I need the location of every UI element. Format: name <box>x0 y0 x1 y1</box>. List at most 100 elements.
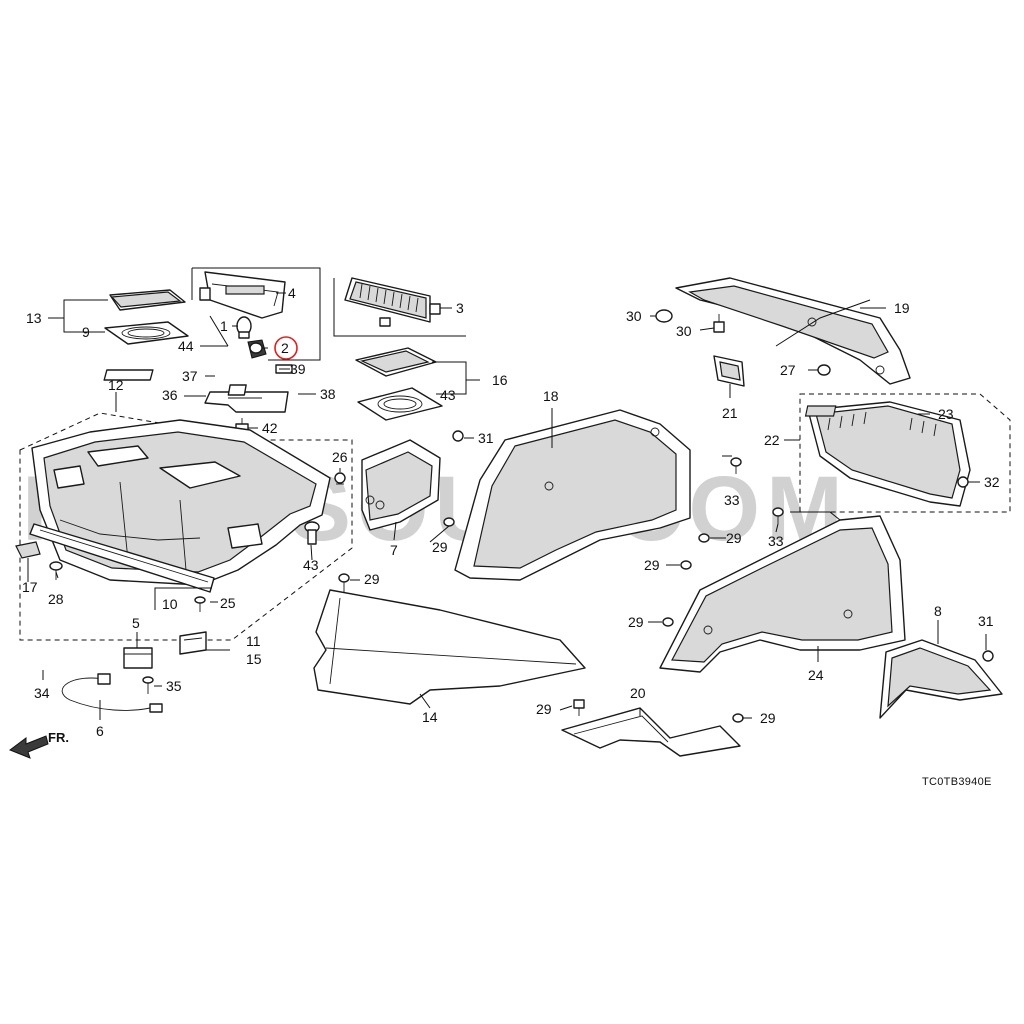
callout-35[interactable]: 35 <box>166 678 182 694</box>
screw-25[interactable] <box>194 596 206 612</box>
side-lining-24[interactable] <box>659 515 906 673</box>
fastener-29-c[interactable] <box>698 533 710 543</box>
side-lining-18[interactable] <box>454 409 691 581</box>
fastener-29-g[interactable] <box>732 713 744 723</box>
fastener-29-b[interactable] <box>443 517 455 527</box>
speaker-grille-16[interactable] <box>355 347 437 377</box>
callout-41[interactable]: 42 <box>262 420 278 436</box>
callout-5[interactable]: 5 <box>132 615 140 631</box>
fastener-33-a[interactable] <box>730 457 742 474</box>
callout-6[interactable]: 6 <box>96 723 104 739</box>
callout-24[interactable]: 24 <box>808 667 824 683</box>
callout-12[interactable]: 12 <box>108 377 124 393</box>
clip-27[interactable] <box>817 364 831 376</box>
cap-17[interactable] <box>15 541 41 559</box>
callout-34[interactable]: 34 <box>34 685 50 701</box>
fastener-29-d[interactable] <box>680 560 692 570</box>
callout-19[interactable]: 19 <box>894 300 910 316</box>
callout-11[interactable]: 11 <box>246 633 261 649</box>
callout-28[interactable]: 28 <box>48 591 64 607</box>
callout-39[interactable]: 39 <box>290 361 306 377</box>
callout-38[interactable]: 38 <box>320 386 336 402</box>
callout-27[interactable]: 27 <box>780 362 796 378</box>
callout-30-a[interactable]: 30 <box>626 308 642 324</box>
callout-1[interactable]: 1 <box>220 318 228 334</box>
cover-21[interactable] <box>713 355 745 387</box>
callout-29-f[interactable]: 29 <box>536 701 552 717</box>
clip-42[interactable] <box>304 521 320 545</box>
callout-29-c[interactable]: 29 <box>726 530 742 546</box>
callout-8[interactable]: 8 <box>934 603 942 619</box>
clip-26[interactable] <box>334 472 346 485</box>
fastener-33-b[interactable] <box>772 507 784 524</box>
callout-18[interactable]: 18 <box>543 388 559 404</box>
high-mount-light-3[interactable] <box>344 277 441 327</box>
callout-10[interactable]: 10 <box>162 596 178 612</box>
callout-33-a[interactable]: 33 <box>724 492 740 508</box>
bracket-8[interactable] <box>879 639 1003 719</box>
bracket-20[interactable] <box>561 707 741 757</box>
fastener-29-f[interactable] <box>573 699 585 716</box>
callout-14[interactable]: 14 <box>422 709 438 725</box>
wire-harness-6[interactable] <box>61 673 163 713</box>
callout-9[interactable]: 9 <box>82 324 90 340</box>
clip-30-b[interactable] <box>713 314 725 333</box>
callout-44[interactable]: 44 <box>178 338 194 354</box>
fastener-29-a[interactable] <box>338 573 350 592</box>
light-housing-4[interactable] <box>199 271 286 319</box>
fastener-29-e[interactable] <box>662 617 674 627</box>
callout-43[interactable]: 43 <box>440 387 456 403</box>
callout-17[interactable]: 17 <box>22 579 38 595</box>
socket-2[interactable] <box>247 339 267 359</box>
pad-38[interactable] <box>227 384 247 396</box>
callout-13[interactable]: 13 <box>26 310 42 326</box>
trim-strip-10[interactable] <box>29 523 215 593</box>
callout-2[interactable]: 2 <box>281 340 289 356</box>
callout-42[interactable]: 43 <box>303 557 319 573</box>
trim-panel-7[interactable] <box>361 439 441 531</box>
callout-31-b[interactable]: 31 <box>978 613 994 629</box>
callout-31-a[interactable]: 31 <box>478 430 494 446</box>
callout-29-g[interactable]: 29 <box>760 710 776 726</box>
callout-29-e[interactable]: 29 <box>628 614 644 630</box>
callout-33-b[interactable]: 33 <box>768 533 784 549</box>
trunk-mat-14[interactable] <box>313 589 586 705</box>
speaker-gasket-9[interactable] <box>104 321 189 345</box>
upper-trim-19[interactable] <box>675 277 911 385</box>
callout-21[interactable]: 21 <box>722 405 738 421</box>
clip-30-a[interactable] <box>655 309 673 323</box>
fastener-31-b[interactable] <box>982 650 994 662</box>
callout-20[interactable]: 20 <box>630 685 646 701</box>
pad-36[interactable] <box>204 391 289 413</box>
cover-23[interactable] <box>804 405 837 417</box>
clip-32[interactable] <box>957 476 969 488</box>
rear-panel-22[interactable] <box>807 401 971 507</box>
callout-36[interactable]: 36 <box>162 387 178 403</box>
callout-29-b[interactable]: 29 <box>364 571 380 587</box>
module-5[interactable] <box>123 647 153 669</box>
callout-37[interactable]: 37 <box>182 368 198 384</box>
callout-29-d[interactable]: 29 <box>644 557 660 573</box>
callout-23[interactable]: 23 <box>938 406 954 422</box>
speaker-grille-13[interactable] <box>109 289 186 311</box>
bracket-11-15[interactable] <box>179 631 207 655</box>
fastener-31-a[interactable] <box>452 430 464 442</box>
bulb-1[interactable] <box>236 316 252 339</box>
callout-25[interactable]: 25 <box>220 595 236 611</box>
screw-35[interactable] <box>142 676 154 694</box>
callout-22[interactable]: 22 <box>764 432 780 448</box>
pad-37[interactable] <box>103 369 154 381</box>
callout-7[interactable]: 7 <box>390 542 398 558</box>
speaker-gasket-43[interactable] <box>357 387 443 421</box>
screw-28[interactable] <box>49 561 63 580</box>
callout-15[interactable]: 15 <box>246 651 262 667</box>
callout-32[interactable]: 32 <box>984 474 1000 490</box>
rear-shelf-12[interactable] <box>31 419 331 586</box>
callout-4[interactable]: 4 <box>288 285 296 301</box>
callout-29-a[interactable]: 29 <box>432 539 448 555</box>
callout-16[interactable]: 16 <box>492 372 508 388</box>
callout-30-b[interactable]: 30 <box>676 323 692 339</box>
callout-26[interactable]: 26 <box>332 449 348 465</box>
callout-3[interactable]: 3 <box>456 300 464 316</box>
